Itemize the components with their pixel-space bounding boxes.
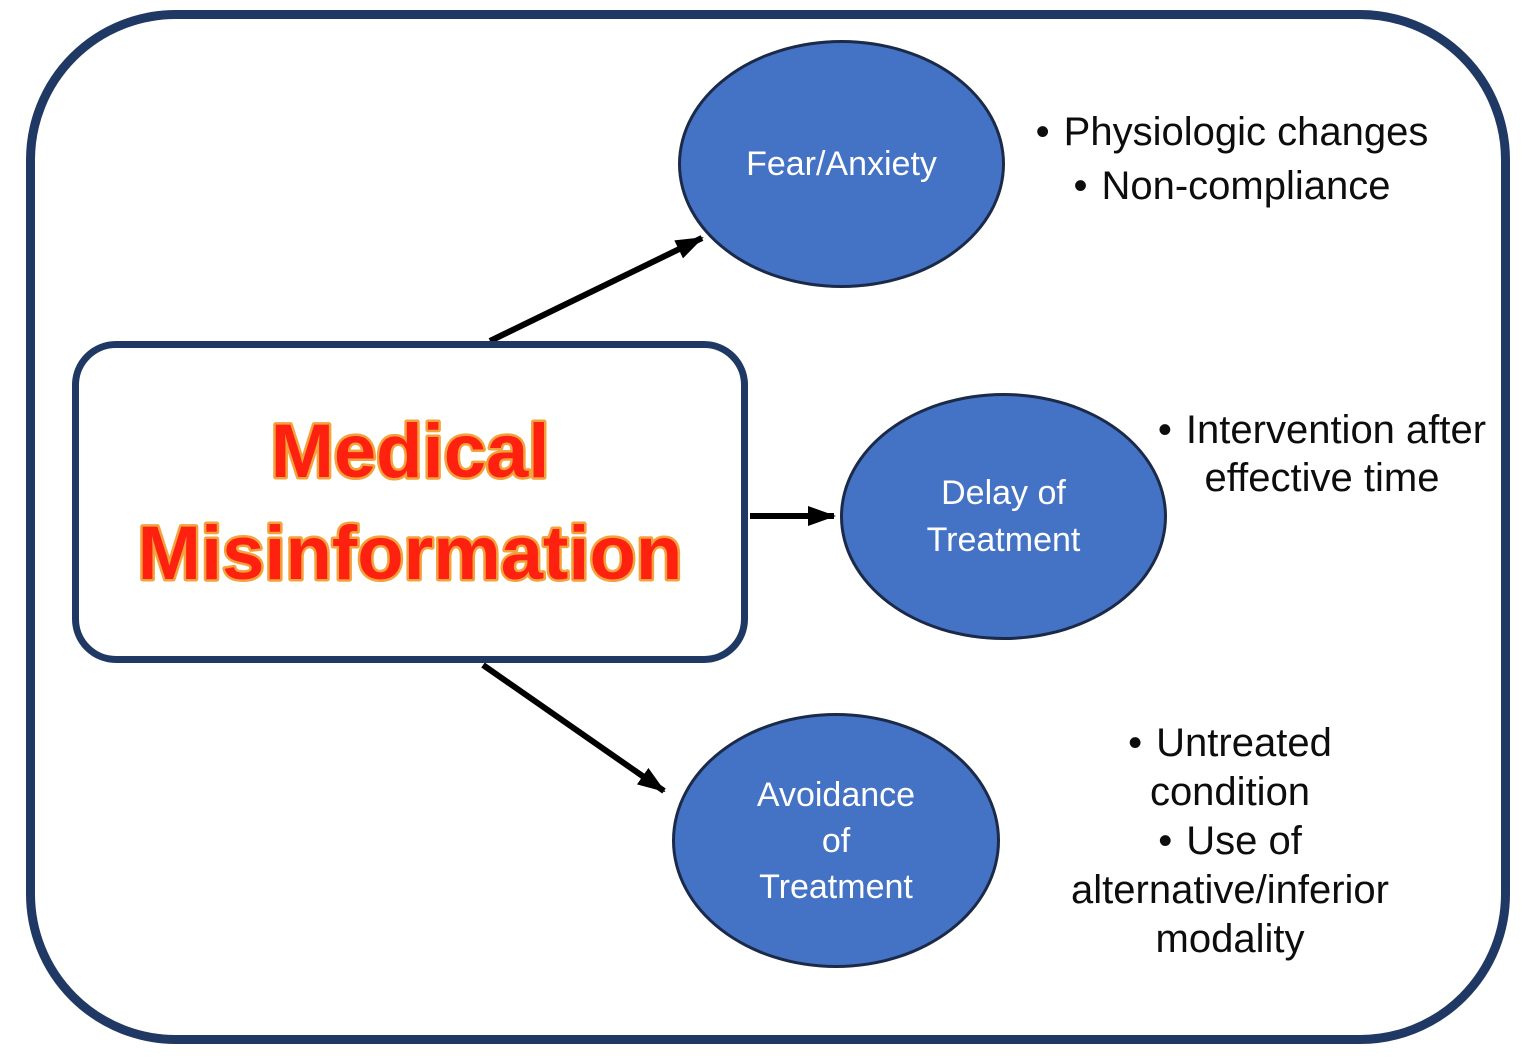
outcome-line: condition xyxy=(1030,768,1430,817)
diagram-outer-frame xyxy=(26,10,1510,1044)
outcomes-avoidance-of-treatment: • Untreated condition • Use of alternative… xyxy=(1030,719,1430,964)
bullet-dot-icon: • xyxy=(1035,110,1050,154)
outcome-line: modality xyxy=(1030,915,1430,964)
outcome-line: • Physiologic changes xyxy=(1012,105,1452,159)
outcome-line: effective time xyxy=(1122,454,1522,502)
outcome-line: • Intervention after xyxy=(1122,406,1522,454)
title-line-1: Medical xyxy=(271,409,550,494)
outcome-line: • Non-compliance xyxy=(1012,159,1452,213)
node-label-line: Avoidance xyxy=(756,775,916,814)
node-label-line: Delay of xyxy=(941,473,1066,512)
outcome-text: alternative/inferior xyxy=(1071,868,1389,912)
outcome-text: Untreated xyxy=(1156,721,1332,765)
node-label-line: Treatment xyxy=(759,867,913,906)
outcomes-delay-of-treatment: • Intervention after effective time xyxy=(1122,406,1522,502)
node-avoidance-of-treatment: Avoidance of Treatment xyxy=(672,713,1000,968)
outcome-text: Intervention after xyxy=(1185,408,1487,452)
outcome-line: alternative/inferior xyxy=(1030,866,1430,915)
node-delay-of-treatment: Delay of Treatment xyxy=(840,393,1167,640)
outcome-text: Physiologic changes xyxy=(1063,110,1429,154)
node-label-line: Fear/Anxiety xyxy=(746,144,937,183)
bullet-dot-icon: • xyxy=(1158,819,1173,863)
outcomes-fear-anxiety: • Physiologic changes • Non-compliance xyxy=(1012,105,1452,213)
node-label-line: of xyxy=(821,821,851,860)
outcome-text: Non-compliance xyxy=(1101,164,1391,208)
node-label-line: Treatment xyxy=(926,520,1081,559)
title-line-2: Misinformation xyxy=(138,511,683,596)
node-fear-anxiety: Fear/Anxiety xyxy=(678,40,1005,288)
medical-misinformation-box: Medical Misinformation xyxy=(72,341,748,663)
outcome-text: Use of xyxy=(1186,819,1302,863)
outcome-text: modality xyxy=(1155,917,1305,961)
outcome-line: • Use of xyxy=(1030,817,1430,866)
outcome-text: condition xyxy=(1149,770,1311,814)
bullet-dot-icon: • xyxy=(1157,408,1172,452)
bullet-dot-icon: • xyxy=(1073,164,1088,208)
outcome-text: effective time xyxy=(1204,456,1440,500)
outcome-line: • Untreated xyxy=(1030,719,1430,768)
bullet-dot-icon: • xyxy=(1128,721,1143,765)
